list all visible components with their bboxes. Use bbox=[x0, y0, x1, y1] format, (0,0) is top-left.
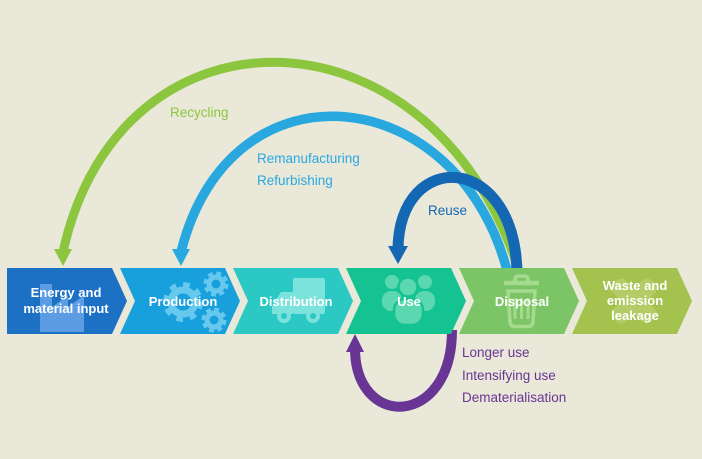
stage-labels: Energy and material input Production Dis… bbox=[23, 278, 667, 323]
intensifying-use-label: Intensifying use bbox=[462, 368, 556, 383]
remanufacturing-arrowhead-icon bbox=[172, 249, 190, 266]
stage-label-disposal: Disposal bbox=[495, 294, 549, 309]
truck-icon bbox=[272, 278, 325, 323]
remanufacturing-label: Remanufacturing bbox=[257, 151, 360, 166]
use-extension-arrowhead-icon bbox=[346, 334, 364, 352]
longer-use-label: Longer use bbox=[462, 345, 530, 360]
reuse-arc bbox=[388, 171, 523, 279]
recycling-label: Recycling bbox=[170, 105, 229, 120]
refurbishing-label: Refurbishing bbox=[257, 173, 333, 188]
stage-label-distribution: Distribution bbox=[260, 294, 333, 309]
recycling-arrowhead-icon bbox=[54, 249, 72, 266]
reuse-arrowhead-icon bbox=[388, 246, 408, 264]
stage-label-production: Production bbox=[149, 294, 218, 309]
remanufacturing-arc bbox=[172, 111, 514, 280]
gears-icon bbox=[163, 271, 229, 333]
people-icon bbox=[382, 275, 435, 327]
cross-icon bbox=[611, 278, 657, 324]
stage-label-use: Use bbox=[397, 294, 421, 309]
stage-label-waste-line1: Waste and bbox=[603, 278, 668, 293]
stage-label-energy-line2: material input bbox=[23, 301, 109, 316]
factory-icon bbox=[40, 284, 84, 332]
recycling-arc bbox=[54, 58, 526, 280]
stage-label-waste-line2: emission bbox=[607, 293, 663, 308]
use-extension-arc bbox=[346, 329, 457, 412]
reuse-label: Reuse bbox=[428, 203, 467, 218]
stage-disposal bbox=[459, 268, 579, 334]
dematerialisation-label: Dematerialisation bbox=[462, 390, 566, 405]
trash-icon bbox=[504, 274, 539, 329]
stage-label-energy-line1: Energy and bbox=[31, 285, 102, 300]
stage-label-waste-line3: leakage bbox=[611, 308, 659, 323]
